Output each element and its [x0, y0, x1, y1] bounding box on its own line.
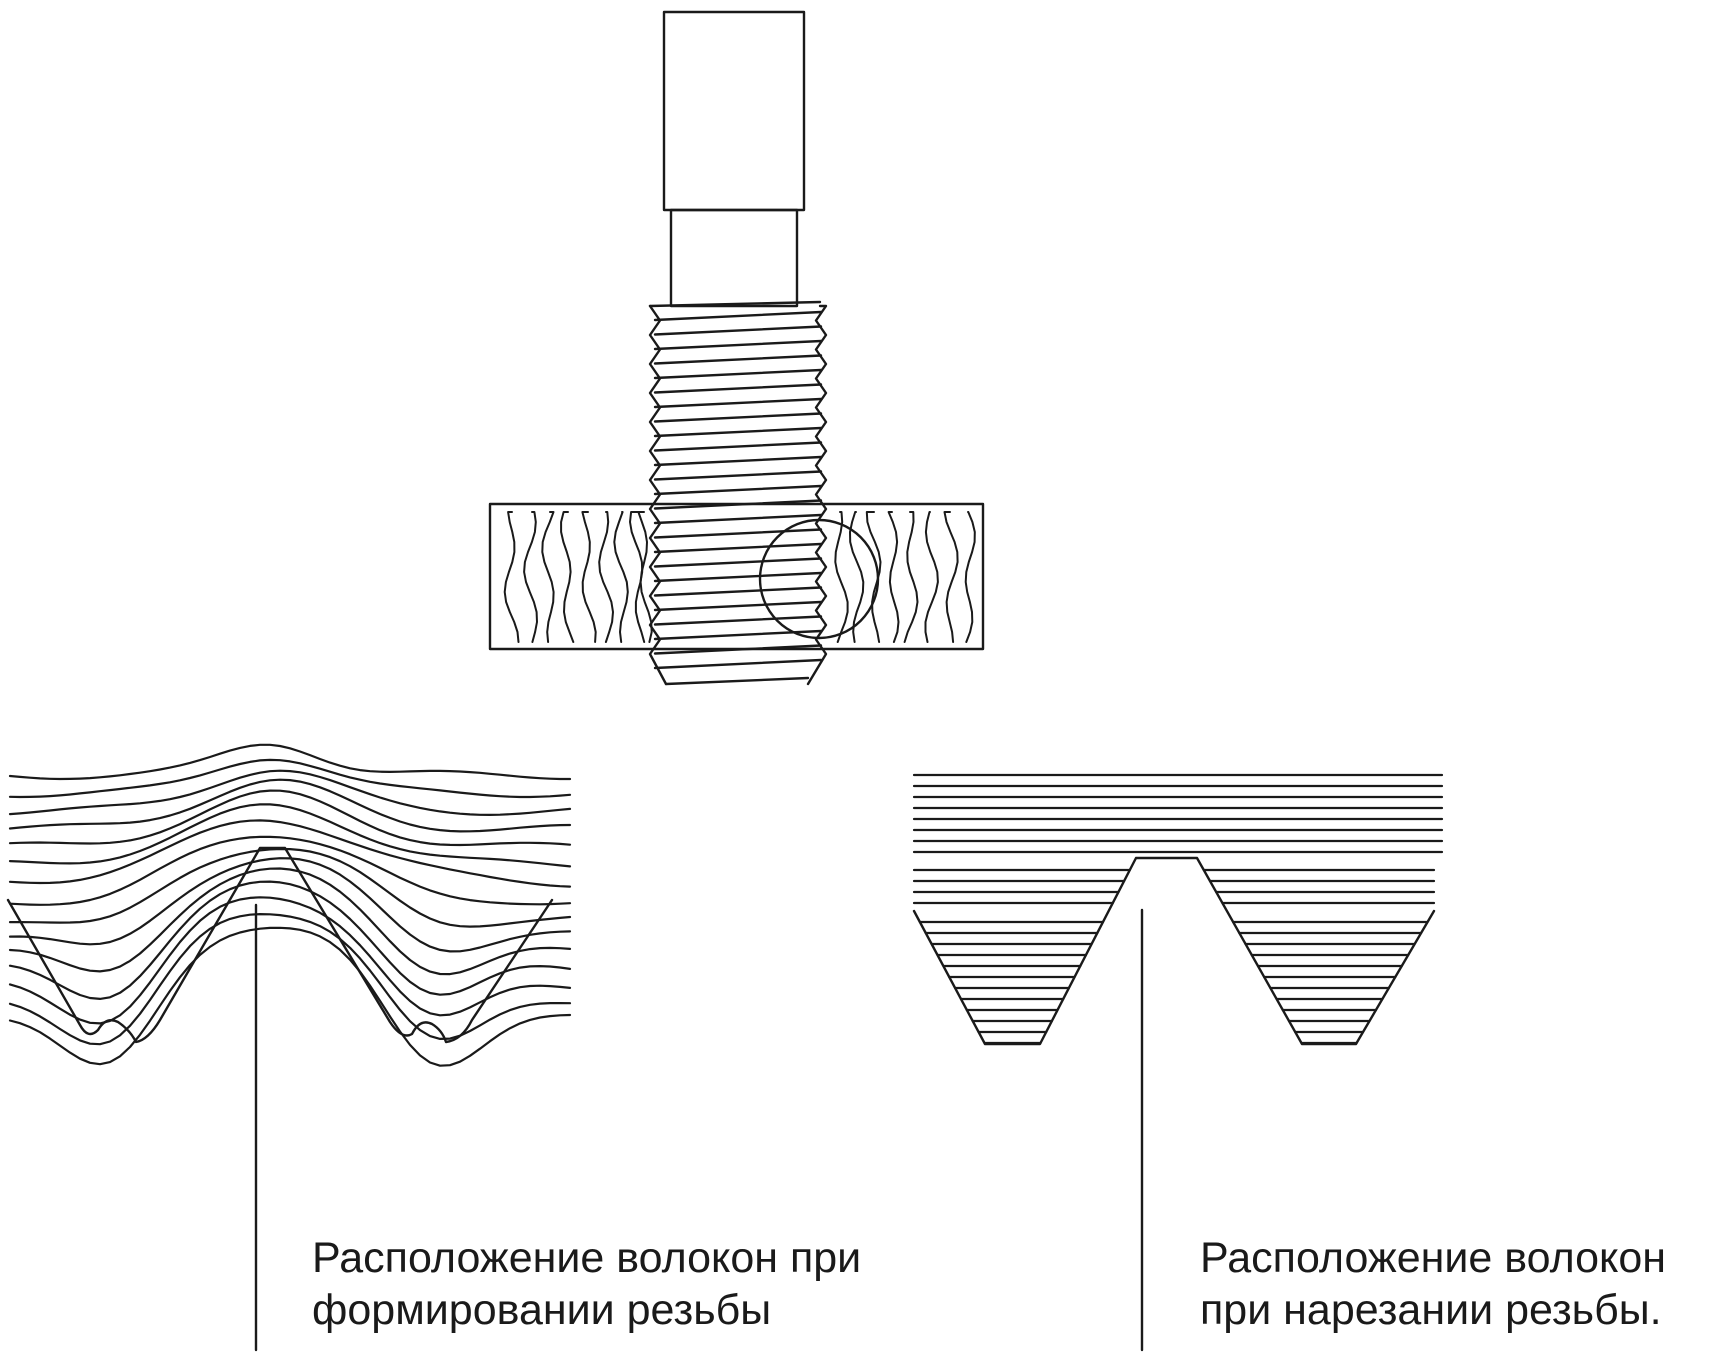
thread-groove-line-5 — [653, 383, 823, 394]
thread-left-edge — [648, 304, 668, 686]
thread-groove-line-4 — [653, 368, 823, 380]
formed-fiber-0 — [8, 743, 572, 781]
formed-fiber-12 — [8, 896, 572, 1025]
tap-neck — [669, 208, 799, 308]
thread-right-edge — [806, 304, 828, 686]
formed-thread-outline — [6, 846, 554, 1044]
formed-fiber-lines — [8, 743, 572, 1067]
grain-fiber-15 — [943, 511, 959, 643]
formed-fiber-13 — [8, 913, 572, 1046]
thread-groove-line-9 — [653, 441, 823, 452]
formed-fiber-14 — [8, 926, 572, 1067]
caption-cut-line1: Расположение волокон — [1200, 1234, 1667, 1282]
thread-tip — [664, 676, 810, 686]
thread-groove-line-18 — [653, 571, 823, 583]
grain-fiber-16 — [964, 511, 976, 643]
detail-magnifier-circle — [758, 518, 880, 640]
grain-fiber-4 — [581, 511, 597, 643]
formed-fiber-1 — [8, 758, 572, 799]
grain-fiber-2 — [541, 511, 555, 643]
caption-formed-line1: Расположение волокон при — [312, 1234, 862, 1282]
thread-groove-line-7 — [653, 412, 823, 423]
thread-groove-line-12 — [653, 484, 823, 496]
thread-groove-line-6 — [653, 397, 823, 409]
tap-threaded-body — [648, 300, 828, 686]
thread-groove-line-17 — [653, 557, 823, 568]
caption-formed-line2: формировании резьбы — [312, 1286, 772, 1334]
thread-groove-line-20 — [653, 600, 823, 612]
grain-fiber-9 — [834, 511, 849, 643]
grain-fiber-11 — [865, 511, 882, 643]
grain-fiber-5 — [598, 511, 614, 643]
formed-fiber-4 — [8, 789, 572, 847]
formed-fiber-9 — [8, 857, 572, 953]
thread-groove-line-19 — [653, 586, 823, 597]
grain-fiber-10 — [849, 511, 865, 643]
workpiece-plate — [488, 502, 985, 651]
formed-fiber-3 — [8, 778, 572, 833]
thread-groove-line-15 — [653, 528, 823, 539]
workpiece-outline — [488, 502, 985, 651]
formed-fiber-7 — [8, 835, 572, 906]
tap-tool — [648, 10, 828, 686]
grain-fiber-13 — [903, 511, 919, 643]
caption-formed-thread: Расположение волокон при формировании ре… — [312, 1232, 861, 1336]
workpiece-fiber-grain — [503, 511, 976, 643]
thread-groove-line-10 — [653, 455, 823, 467]
thread-groove-line-1 — [653, 325, 823, 336]
formed-fiber-10 — [8, 867, 572, 976]
grain-fiber-12 — [887, 511, 900, 643]
thread-groove-line-8 — [653, 426, 823, 438]
cut-thread-detail — [912, 773, 1444, 1352]
thread-groove-line-3 — [653, 354, 823, 365]
thread-groove-line-11 — [653, 470, 823, 481]
grain-fiber-0 — [503, 511, 520, 643]
formed-fiber-5 — [8, 803, 572, 868]
thread-groove-line-14 — [653, 513, 823, 525]
formed-fiber-8 — [8, 847, 572, 928]
grain-fiber-1 — [523, 511, 538, 643]
formed-thread-detail — [6, 743, 572, 1352]
thread-groove-line-2 — [653, 339, 823, 351]
caption-cut-thread: Расположение волокон при нарезании резьб… — [1200, 1232, 1666, 1336]
grain-fiber-6 — [613, 511, 629, 643]
grain-fiber-14 — [924, 511, 939, 643]
thread-groove-line-0 — [653, 310, 823, 322]
thread-groove-line-16 — [653, 542, 823, 554]
cut-fiber-lines — [912, 773, 1444, 1045]
cut-thread-outline — [912, 856, 1436, 1046]
formed-fiber-6 — [8, 819, 572, 888]
formed-fiber-2 — [8, 769, 572, 816]
caption-cut-line2: при нарезании резьбы. — [1200, 1286, 1662, 1334]
formed-fiber-11 — [8, 880, 572, 1000]
tap-shank-head — [662, 10, 806, 212]
thread-top-edge — [648, 300, 822, 308]
thread-groove-line-24 — [653, 658, 823, 670]
grain-fiber-3 — [560, 511, 575, 643]
grain-fiber-8 — [637, 511, 653, 643]
thread-groove-line-21 — [653, 615, 823, 626]
